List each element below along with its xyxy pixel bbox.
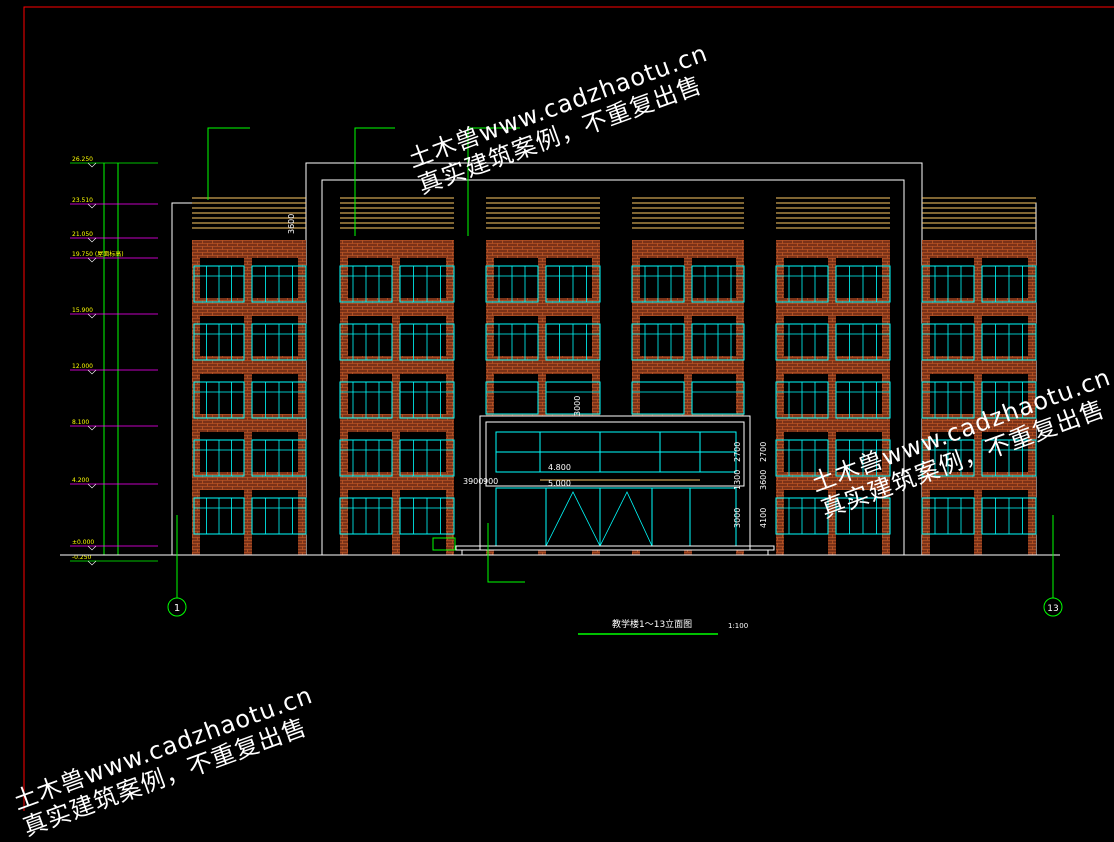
leaders [207, 127, 525, 583]
level-label: -0.250 [72, 554, 92, 561]
window-grid [193, 265, 1037, 535]
dim-canopy-h: 3000 [573, 396, 582, 416]
roof-louvers [192, 197, 1036, 229]
axis-label-right: 13 [1047, 604, 1058, 614]
dim-canopy-r3: 3000 [733, 508, 742, 528]
level-label: 23.510 [72, 197, 93, 204]
level-label: 8.100 [72, 419, 89, 426]
level-label: 19.750 (屋面标高) [72, 250, 124, 258]
drawing-frame [23, 6, 1114, 811]
dim-canopy-l1: 4.800 [548, 463, 571, 472]
level-label: 4.200 [72, 477, 89, 484]
dim-canopy-w1: 3900 [463, 477, 483, 486]
axis-markers: 1 13 [167, 515, 1063, 617]
level-label: 26.250 [72, 156, 93, 163]
dim-canopy-r1: 2700 [733, 442, 742, 462]
drawing-title: 教学楼1～13立面图 [612, 618, 692, 630]
axis-label-left: 1 [174, 603, 180, 614]
building [60, 162, 1060, 556]
level-label: ±0.000 [72, 539, 94, 546]
canopy-dimensions: 3600 3000 3900 900 2700 1300 3000 4100 2… [287, 214, 768, 528]
axis-circle-right [1043, 597, 1063, 617]
level-label: 21.050 [72, 231, 93, 238]
dim-canopy-r6: 3600 [759, 470, 768, 490]
elevation-drawing: 26.250 23.510 21.050 19.750 (屋面标高) 15.900 12.… [23, 6, 1114, 811]
dim-canopy-r2: 1300 [733, 470, 742, 490]
drawing-title-block: 教学楼1～13立面图 1:100 [578, 618, 748, 635]
dim-canopy-w2: 900 [483, 477, 498, 486]
level-scale: 26.250 23.510 21.050 19.750 (屋面标高) 15.900 12.… [70, 156, 158, 566]
dim-canopy-l2: 5.000 [548, 479, 571, 488]
level-label: 15.900 [72, 307, 93, 314]
level-label: 12.000 [72, 363, 93, 370]
dim-canopy-r4: 4100 [759, 508, 768, 528]
dim-canopy-r5: 2700 [759, 442, 768, 462]
drawing-scale: 1:100 [728, 622, 748, 630]
axis-circle-left [167, 597, 187, 617]
dim-parapet: 3600 [287, 214, 296, 234]
entrance-canopy [432, 415, 775, 556]
